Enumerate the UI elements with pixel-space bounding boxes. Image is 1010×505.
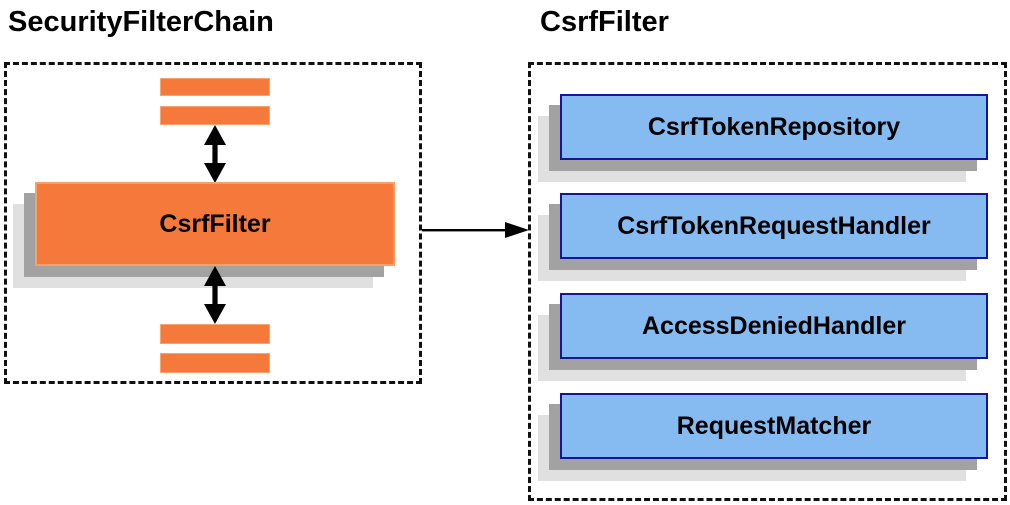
filter-placeholder-bar <box>160 78 270 96</box>
component-box-label: CsrfTokenRequestHandler <box>617 211 931 240</box>
filter-placeholder-bar <box>160 106 270 125</box>
component-box-csrf-token-repository: CsrfTokenRepository <box>560 94 988 160</box>
csrf-filter-box-label: CsrfFilter <box>159 209 271 238</box>
component-box-label: CsrfTokenRepository <box>647 112 901 141</box>
vertical-double-arrow-icon <box>204 266 226 324</box>
filter-placeholder-bar <box>160 353 270 373</box>
left-panel-title: SecurityFilterChain <box>8 6 274 38</box>
right-arrow-icon <box>422 222 529 238</box>
component-box-csrf-token-request-handler: CsrfTokenRequestHandler <box>560 193 988 259</box>
csrf-filter-box: CsrfFilter <box>35 182 395 266</box>
component-box-access-denied-handler: AccessDeniedHandler <box>560 293 988 359</box>
csrf-filter-components-container <box>528 62 1007 501</box>
security-filter-chain-container <box>4 62 422 384</box>
component-box-request-matcher: RequestMatcher <box>560 393 988 459</box>
filter-placeholder-bar <box>160 324 270 344</box>
component-box-label: AccessDeniedHandler <box>641 311 906 340</box>
component-box-label: RequestMatcher <box>676 411 872 440</box>
vertical-double-arrow-icon <box>204 125 226 183</box>
right-panel-title: CsrfFilter <box>540 6 669 38</box>
